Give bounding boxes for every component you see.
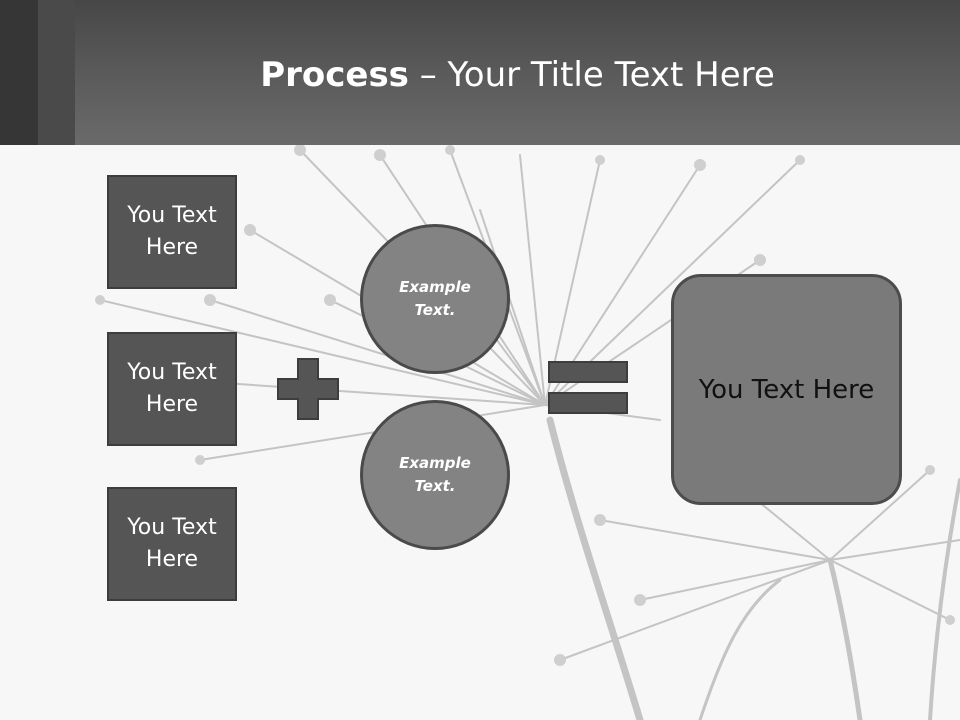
example-circle-1[interactable]: Example Text. — [360, 224, 510, 374]
result-text: You Text Here — [698, 374, 875, 405]
header-bar: Process – Your Title Text Here — [0, 0, 960, 145]
input-box-text: You Text Here — [127, 515, 217, 572]
input-box-1[interactable]: You Text Here — [107, 175, 237, 289]
equals-icon — [548, 361, 628, 414]
input-box-text: You Text Here — [127, 203, 217, 260]
result-box[interactable]: You Text Here — [671, 274, 902, 505]
header-stripe — [38, 0, 75, 145]
circle-text: Example Text. — [399, 278, 471, 319]
circle-text: Example Text. — [399, 454, 471, 495]
slide-title[interactable]: Process – Your Title Text Here — [75, 52, 960, 98]
header-stripe — [0, 0, 38, 145]
title-bold-text: Process — [260, 55, 409, 95]
example-circle-2[interactable]: Example Text. — [360, 400, 510, 550]
input-box-3[interactable]: You Text Here — [107, 487, 237, 601]
input-box-text: You Text Here — [127, 360, 217, 417]
title-rest-text: – Your Title Text Here — [408, 55, 775, 95]
plus-icon — [277, 358, 339, 420]
input-box-2[interactable]: You Text Here — [107, 332, 237, 446]
